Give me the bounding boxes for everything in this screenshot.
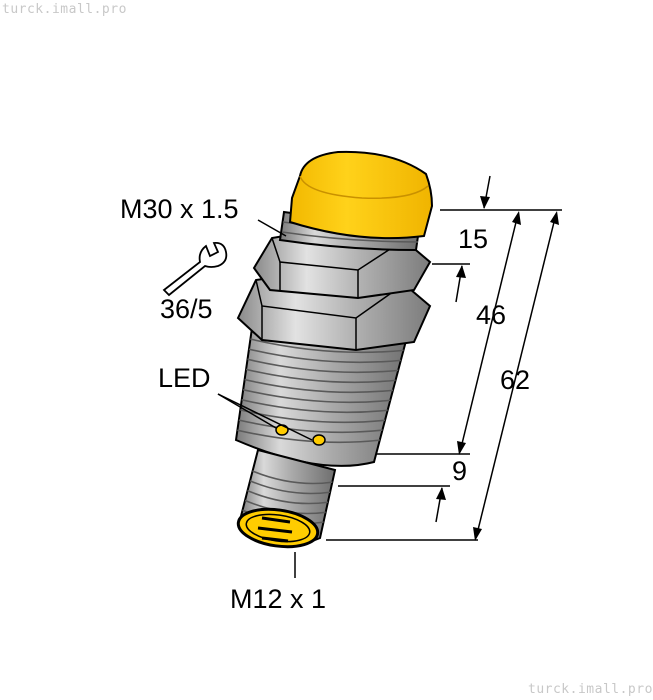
led-2 xyxy=(312,434,326,446)
dimension-arrowheads xyxy=(436,196,559,541)
wrench-icon xyxy=(162,242,228,297)
dimension-lines xyxy=(326,175,562,541)
led-1 xyxy=(275,424,289,436)
watermark-bottom: turck.imall.pro xyxy=(528,682,653,697)
led-leader-2 xyxy=(217,393,313,441)
thread-size-label: M30 x 1.5 xyxy=(120,194,239,224)
dimension-62: 62 xyxy=(500,365,531,395)
m12-connector xyxy=(236,448,337,549)
led-label: LED xyxy=(158,363,211,393)
sensing-cap xyxy=(288,150,434,240)
watermark-top: turck.imall.pro xyxy=(2,2,127,17)
leader-lines xyxy=(217,219,313,578)
connector-thread-label: M12 x 1 xyxy=(230,584,327,614)
thread-leader xyxy=(257,219,287,237)
dimension-46: 46 xyxy=(476,300,507,330)
wrench-size-label: 36/5 xyxy=(160,294,213,324)
led-leader-1 xyxy=(217,393,277,429)
dimension-15: 15 xyxy=(458,224,489,254)
dimension-9: 9 xyxy=(452,456,468,486)
